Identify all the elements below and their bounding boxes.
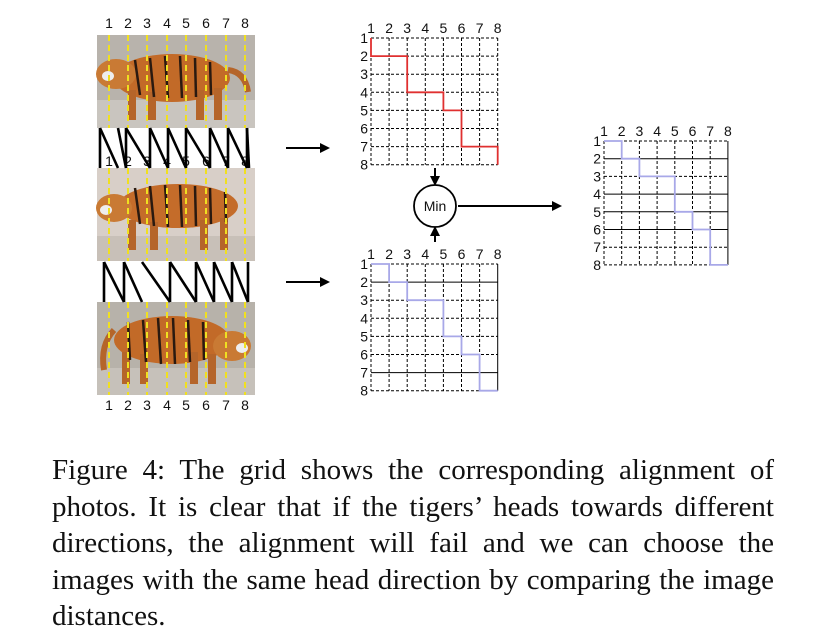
correspondence-line bbox=[98, 127, 120, 169]
correspondence-line bbox=[166, 127, 188, 169]
grid-row-label: 3 bbox=[360, 292, 368, 308]
min-label: Min bbox=[424, 198, 447, 214]
correspondence-line bbox=[102, 261, 126, 303]
alignment-path bbox=[370, 38, 499, 165]
grid-col-label: 7 bbox=[706, 123, 714, 139]
grid-col-label: 8 bbox=[494, 246, 502, 262]
grid-row-label: 7 bbox=[360, 365, 368, 381]
grid-row-label: 4 bbox=[360, 84, 368, 100]
alignment-path bbox=[604, 140, 728, 266]
image-column-label-bottom: 6 bbox=[202, 397, 210, 413]
grid-row-label: 4 bbox=[593, 186, 601, 202]
grid-col-label: 8 bbox=[494, 20, 502, 36]
grid-col-label: 6 bbox=[458, 246, 466, 262]
min-node: Min bbox=[413, 184, 457, 228]
grid-col-label: 4 bbox=[421, 246, 429, 262]
grid-col-label: 3 bbox=[403, 246, 411, 262]
image-column-label-middle: 1 bbox=[105, 153, 113, 169]
grid-col-label: 5 bbox=[440, 20, 448, 36]
grid-row-label: 3 bbox=[593, 168, 601, 184]
grid-col-label: 1 bbox=[600, 123, 608, 139]
grid-row-label: 8 bbox=[360, 383, 368, 399]
correspondence-line bbox=[140, 261, 172, 303]
grid-col-label: 7 bbox=[476, 246, 484, 262]
correspondence-line bbox=[212, 261, 234, 303]
correspondence-line bbox=[148, 127, 170, 169]
grid-col-label: 5 bbox=[440, 246, 448, 262]
grid-col-label: 4 bbox=[653, 123, 661, 139]
grid-row-label: 1 bbox=[593, 133, 601, 149]
grid-col-label: 2 bbox=[618, 123, 626, 139]
image-column-label-top: 1 bbox=[105, 15, 113, 31]
grid-row-label: 5 bbox=[360, 102, 368, 118]
image-column-label-top: 8 bbox=[241, 15, 249, 31]
image-column-label-bottom: 3 bbox=[143, 397, 151, 413]
grid-col-label: 7 bbox=[476, 20, 484, 36]
tiger-image-middle bbox=[96, 168, 255, 261]
image-column-label-top: 6 bbox=[202, 15, 210, 31]
grid-col-label: 4 bbox=[421, 20, 429, 36]
image-column-label-top: 4 bbox=[163, 15, 171, 31]
correspondence-line bbox=[124, 127, 152, 169]
correspondence-line bbox=[116, 127, 128, 169]
image-column-label-bottom: 7 bbox=[222, 397, 230, 413]
grid-col-label: 5 bbox=[671, 123, 679, 139]
correspondence-line bbox=[168, 261, 198, 303]
correspondence-line bbox=[184, 127, 212, 169]
grid-row-label: 6 bbox=[360, 121, 368, 137]
grid-row-label: 1 bbox=[360, 256, 368, 272]
grid-row-label: 6 bbox=[360, 347, 368, 363]
grid-row-label: 2 bbox=[593, 151, 601, 167]
grid-col-label: 6 bbox=[689, 123, 697, 139]
alignment-path bbox=[371, 263, 498, 392]
grid-col-label: 3 bbox=[636, 123, 644, 139]
image-column-label-bottom: 2 bbox=[124, 397, 132, 413]
image-column-label-top: 2 bbox=[124, 15, 132, 31]
correspondence-line bbox=[245, 127, 251, 169]
grid-col-label: 1 bbox=[367, 20, 375, 36]
tiger-image-bottom bbox=[97, 302, 255, 395]
image-column-label-bottom: 5 bbox=[182, 397, 190, 413]
grid-row-label: 8 bbox=[360, 157, 368, 173]
correspondence-line bbox=[230, 261, 250, 303]
grid-col-label: 3 bbox=[403, 20, 411, 36]
grid-row-label: 5 bbox=[360, 328, 368, 344]
grid-row-label: 1 bbox=[360, 30, 368, 46]
figure-caption: Figure 4: The grid shows the correspondi… bbox=[52, 454, 774, 632]
grid-row-label: 8 bbox=[593, 257, 601, 273]
grid-col-label: 2 bbox=[385, 246, 393, 262]
correspondence-line bbox=[208, 127, 230, 169]
image-column-label-top: 7 bbox=[222, 15, 230, 31]
grid-row-label: 7 bbox=[360, 139, 368, 155]
grid-row-label: 2 bbox=[360, 48, 368, 64]
grid-row-label: 2 bbox=[360, 274, 368, 290]
tiger-image-top bbox=[96, 35, 255, 128]
image-column-label-bottom: 1 bbox=[105, 397, 113, 413]
grid-col-label: 1 bbox=[367, 246, 375, 262]
grid-row-label: 3 bbox=[360, 66, 368, 82]
grid-row-label: 7 bbox=[593, 239, 601, 255]
correspondence-line bbox=[226, 127, 249, 169]
image-column-label-top: 3 bbox=[143, 15, 151, 31]
image-column-label-bottom: 4 bbox=[163, 397, 171, 413]
alignment-connector-lines bbox=[98, 127, 251, 303]
correspondence-line bbox=[194, 261, 216, 303]
grid-row-label: 5 bbox=[593, 204, 601, 220]
correspondence-line bbox=[122, 261, 144, 303]
grid-col-label: 8 bbox=[724, 123, 732, 139]
grid-row-label: 6 bbox=[593, 222, 601, 238]
yellow-stripe-overlay bbox=[108, 35, 246, 395]
image-column-label-bottom: 8 bbox=[241, 397, 249, 413]
grid-col-label: 2 bbox=[385, 20, 393, 36]
grid-col-label: 6 bbox=[458, 20, 466, 36]
image-column-label-top: 5 bbox=[182, 15, 190, 31]
grid-row-label: 4 bbox=[360, 310, 368, 326]
image-column-label-middle: 2 bbox=[124, 153, 132, 169]
